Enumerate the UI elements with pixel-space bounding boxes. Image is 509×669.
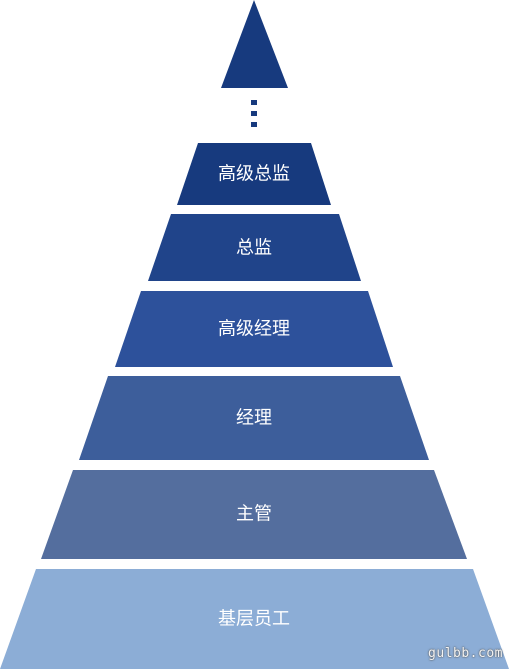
pyramid-tier-supervisor: 主管 [41, 470, 467, 559]
tier-label: 总监 [236, 238, 272, 259]
tier-label: 主管 [236, 504, 272, 525]
tier-label: 经理 [236, 408, 272, 429]
pyramid-tier-director: 总监 [148, 214, 361, 281]
watermark-text: gulbb.com [428, 646, 503, 661]
tier-label: 基层员工 [218, 609, 290, 630]
pyramid-tier-senior-manager: 高级经理 [115, 291, 393, 367]
pyramid-tier-manager: 经理 [79, 376, 429, 460]
pyramid-tier-staff: 基层员工 [0, 569, 509, 669]
continuation-dot [251, 122, 257, 127]
tier-shape [148, 214, 361, 281]
tier-shape [0, 569, 509, 669]
tier-shape [79, 376, 429, 460]
continuation-dot [251, 100, 257, 105]
tier-label: 高级经理 [218, 319, 290, 340]
continuation-dots [251, 100, 257, 127]
pyramid-apex [221, 0, 288, 88]
tier-label: 高级总监 [218, 164, 290, 185]
tier-shape [41, 470, 467, 559]
continuation-dot [251, 111, 257, 116]
pyramid-tier-senior-director: 高级总监 [177, 143, 331, 205]
tier-shape [177, 143, 331, 205]
tier-shape [115, 291, 393, 367]
